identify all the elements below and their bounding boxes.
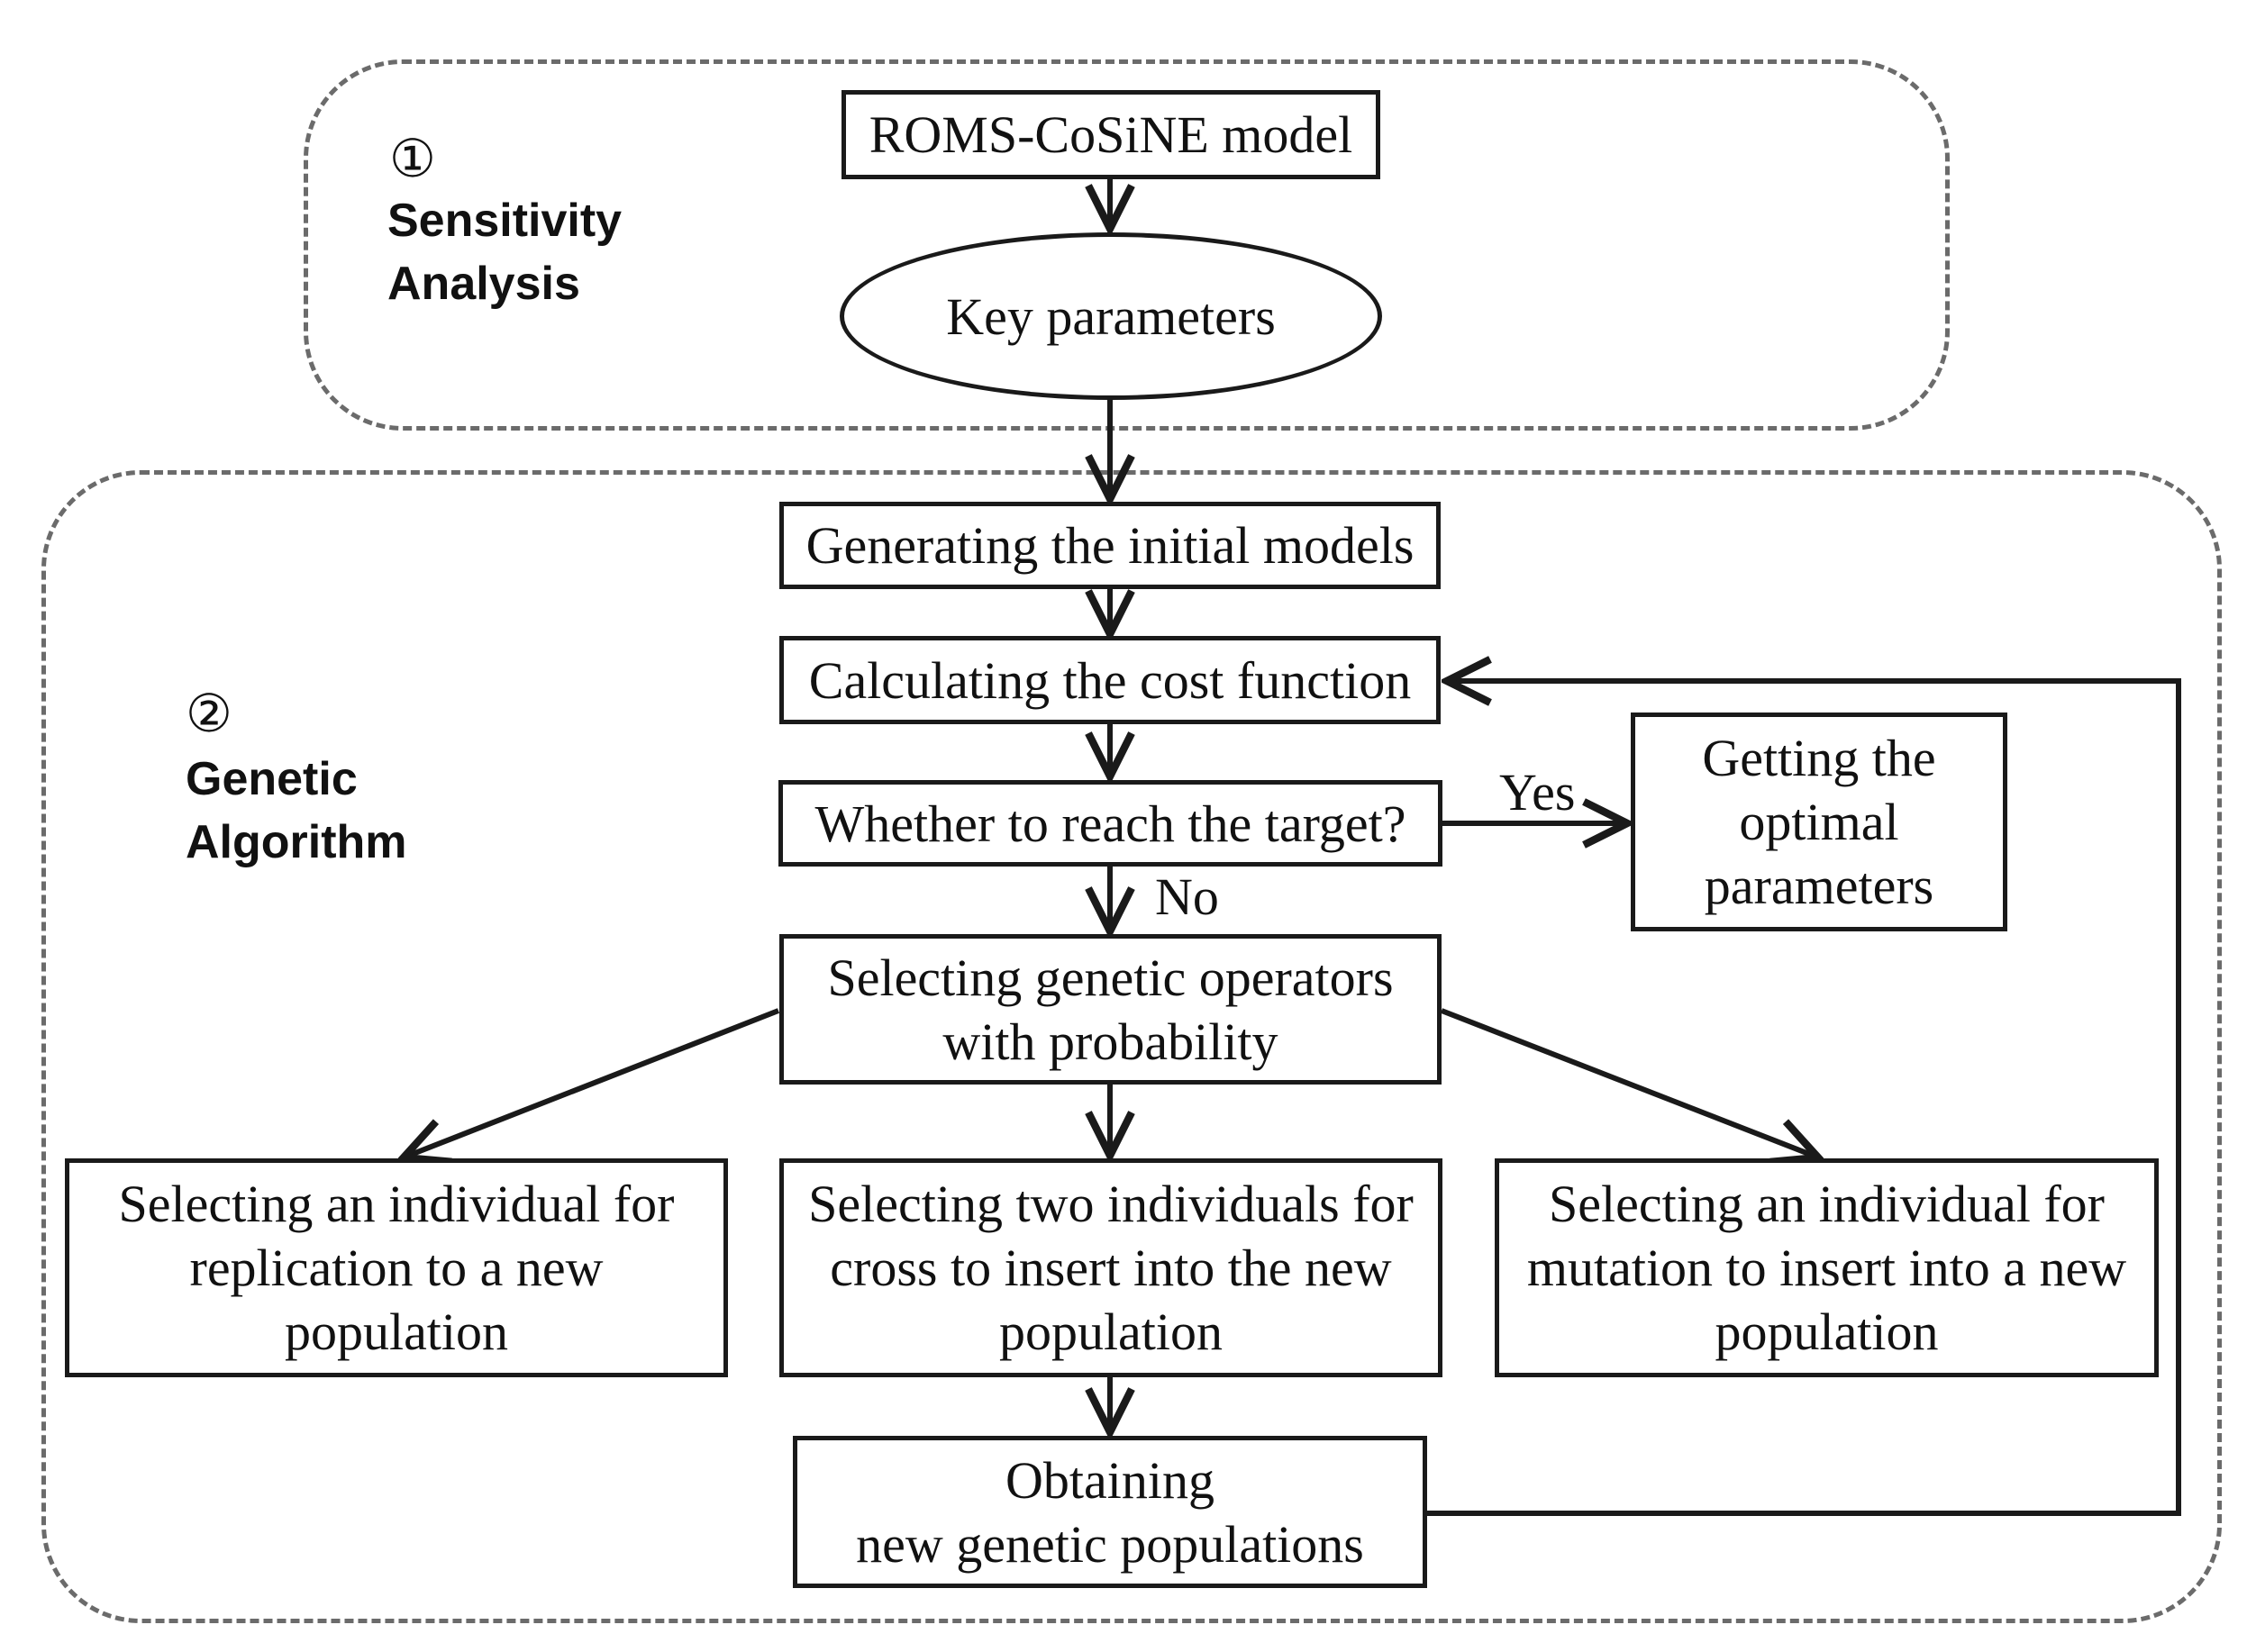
roms-cosine-model-box: ROMS-CoSiNE model	[841, 90, 1380, 179]
yes-label: Yes	[1499, 763, 1576, 821]
reach-target-decision-box: Whether to reach the target?	[778, 780, 1442, 867]
mutation-box: Selecting an individual for mutation to …	[1495, 1158, 2159, 1377]
key-parameters-ellipse: Key parameters	[840, 232, 1382, 400]
no-label: No	[1155, 867, 1219, 926]
cross-box: Selecting two individuals for cross to i…	[779, 1158, 1442, 1377]
replication-box: Selecting an individual for replication …	[65, 1158, 728, 1377]
obtaining-new-populations-box: Obtaining new genetic populations	[793, 1436, 1427, 1588]
sensitivity-section-number: ①	[389, 128, 436, 189]
optimal-parameters-box: Getting the optimal parameters	[1631, 713, 2007, 931]
generating-initial-models-box: Generating the initial models	[779, 502, 1441, 589]
selecting-genetic-operators-box: Selecting genetic operators with probabi…	[779, 934, 1442, 1085]
genetic-section-title: Genetic Algorithm	[186, 753, 407, 868]
genetic-section-number: ②	[186, 683, 232, 744]
sensitivity-section-title: Sensitivity Analysis	[387, 195, 623, 310]
sensitivity-analysis-group	[304, 59, 1950, 431]
calculating-cost-function-box: Calculating the cost function	[779, 636, 1441, 724]
